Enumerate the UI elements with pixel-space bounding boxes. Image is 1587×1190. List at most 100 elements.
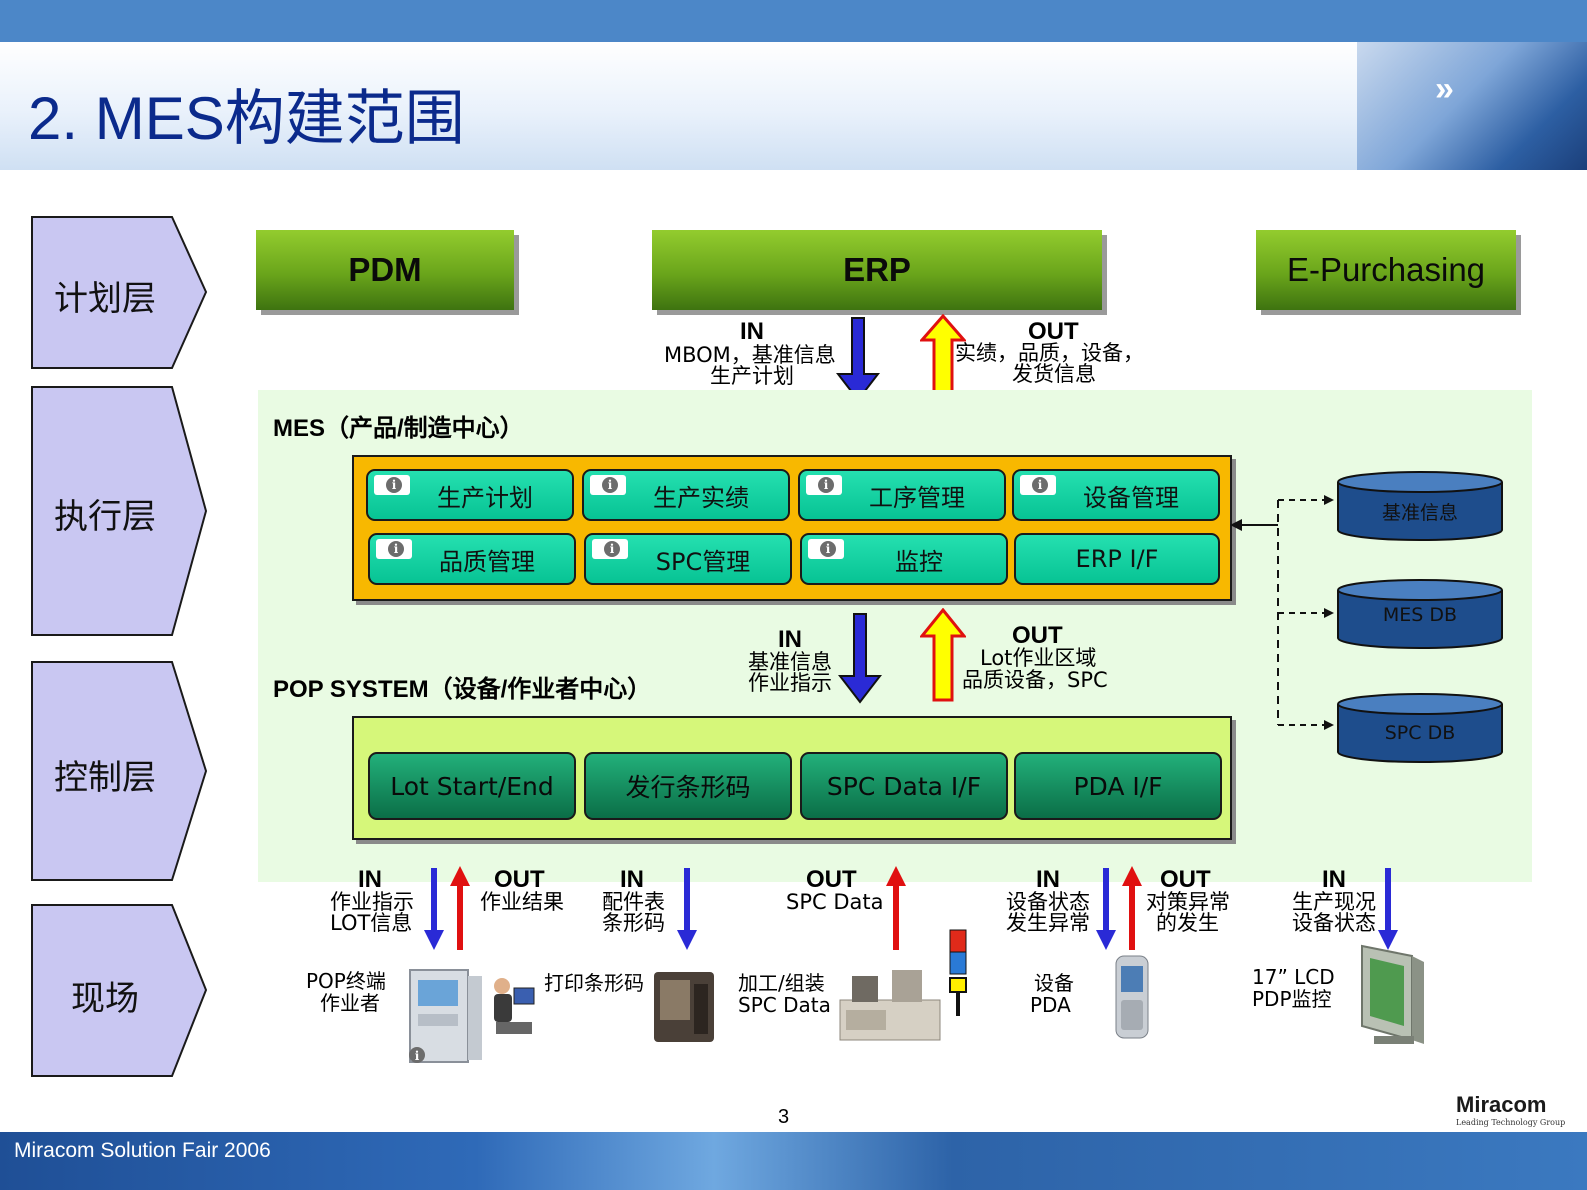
erp-out-label: OUT — [1028, 318, 1079, 345]
signal-tower-icon — [949, 929, 967, 1016]
f1-in-arrow — [424, 868, 444, 950]
header-banner: » — [0, 42, 1587, 170]
top-bar — [0, 0, 1587, 42]
info-icon[interactable]: i — [808, 539, 844, 559]
f1-in-line1: 作业指示 — [330, 890, 414, 914]
pdm-box: PDM — [256, 230, 514, 310]
f5-in-line1: 生产现况 — [1292, 890, 1376, 914]
page-title: 2. MES构建范围 — [28, 85, 465, 152]
erp-in-arrow — [836, 317, 880, 402]
layer-plan: 计划层 — [30, 215, 208, 370]
info-icon[interactable]: i — [1020, 475, 1056, 495]
chevron-icon: » — [1435, 70, 1454, 108]
device-pda-line1: 设备 — [1034, 971, 1074, 995]
db-mes: MES DB — [1336, 578, 1504, 650]
footer-text: Miracom Solution Fair 2006 — [14, 1139, 271, 1162]
f4-in-line2: 发生异常 — [1006, 911, 1090, 935]
f4-in-arrow — [1096, 868, 1116, 950]
pop-title: POP SYSTEM（设备/作业者中心） — [273, 676, 652, 703]
module-lot-start-end[interactable]: Lot Start/End — [368, 752, 576, 820]
layer-execution-label: 执行层 — [54, 497, 156, 537]
device-spc-line1: 加工/组装 — [738, 971, 825, 995]
erp-in-line2: 生产计划 — [710, 364, 794, 388]
f5-in-arrow — [1378, 868, 1398, 950]
db-connector — [1230, 495, 1334, 730]
device-pop-line2: 作业者 — [320, 991, 380, 1015]
operator-icon — [494, 978, 535, 1034]
f4-out-label: OUT — [1160, 866, 1211, 893]
layer-field: 现场 — [30, 903, 208, 1078]
module-spc-data-if[interactable]: SPC Data I/F — [800, 752, 1008, 820]
pop-terminal-icon — [409, 969, 482, 1063]
info-icon[interactable]: i — [590, 475, 626, 495]
epurchasing-box: E-Purchasing — [1256, 230, 1516, 310]
f2-in-line1: 配件表 — [602, 890, 665, 914]
f5-in-line2: 设备状态 — [1292, 911, 1376, 935]
f4-out-arrow — [1122, 866, 1142, 950]
f4-in-line1: 设备状态 — [1006, 890, 1090, 914]
db-spc: SPC DB — [1336, 692, 1504, 764]
lcd-monitor-icon — [1361, 944, 1424, 1044]
mes-title: MES（产品/制造中心） — [273, 415, 524, 442]
f1-out-label: OUT — [494, 866, 545, 893]
layer-control: 控制层 — [30, 660, 208, 882]
erp-in-label: IN — [740, 318, 764, 345]
pop-in-line2: 作业指示 — [748, 671, 832, 695]
layer-plan-label: 计划层 — [54, 279, 156, 319]
layer-execution: 执行层 — [30, 385, 208, 637]
f4-out-line2: 的发生 — [1156, 911, 1219, 935]
barcode-printer-icon — [654, 972, 714, 1042]
f2-in-label: IN — [620, 866, 644, 893]
layer-field-label: 现场 — [71, 979, 139, 1019]
f4-in-label: IN — [1036, 866, 1060, 893]
device-spc-line2: SPC Data — [738, 993, 831, 1017]
erp-out-line1: 实绩，品质，设备， — [955, 341, 1144, 365]
svg-text:i: i — [415, 1049, 420, 1063]
pop-out-arrow — [920, 608, 966, 702]
page-number: 3 — [778, 1106, 790, 1128]
info-icon[interactable]: i — [374, 475, 410, 495]
f1-in-label: IN — [358, 866, 382, 893]
device-lcd-line2: PDP监控 — [1252, 987, 1332, 1011]
f3-out-label: OUT — [806, 866, 857, 893]
f3-out-arrow — [886, 866, 906, 950]
db-base-info: 基准信息 — [1336, 470, 1504, 542]
info-icon[interactable]: i — [592, 539, 628, 559]
erp-out-line2: 发货信息 — [1012, 362, 1096, 386]
f2-in-arrow — [677, 868, 697, 950]
f3-out-line1: SPC Data — [786, 890, 884, 914]
f2-in-line2: 条形码 — [602, 911, 665, 935]
device-pda-line2: PDA — [1030, 993, 1071, 1017]
info-icon[interactable]: i — [376, 539, 412, 559]
erp-in-line1: MBOM，基准信息 — [664, 343, 836, 367]
f5-in-label: IN — [1322, 866, 1346, 893]
info-icon[interactable]: i — [408, 1046, 426, 1064]
layer-control-label: 控制层 — [54, 758, 156, 798]
footer-bar — [0, 1132, 1587, 1190]
pop-module-box: Lot Start/End 发行条形码 SPC Data I/F PDA I/F — [352, 716, 1232, 840]
pop-out-label: OUT — [1012, 622, 1063, 649]
module-pda-if[interactable]: PDA I/F — [1014, 752, 1222, 820]
pop-in-label: IN — [778, 626, 802, 653]
pop-in-arrow — [838, 613, 882, 704]
module-erp-if[interactable]: ERP I/F — [1014, 533, 1220, 585]
info-icon[interactable]: i — [806, 475, 842, 495]
f1-out-arrow — [450, 866, 470, 950]
f1-out-line1: 作业结果 — [480, 890, 564, 914]
pop-in-line1: 基准信息 — [748, 650, 832, 674]
processing-machine-icon — [839, 970, 941, 1041]
device-pop-line1: POP终端 — [306, 969, 386, 993]
pop-out-line2: 品质设备，SPC — [962, 668, 1108, 692]
company-tagline: Leading Technology Group — [1456, 1118, 1566, 1127]
f4-out-line1: 对策异常 — [1146, 890, 1230, 914]
pda-icon — [1115, 955, 1149, 1039]
module-barcode-issue[interactable]: 发行条形码 — [584, 752, 792, 820]
